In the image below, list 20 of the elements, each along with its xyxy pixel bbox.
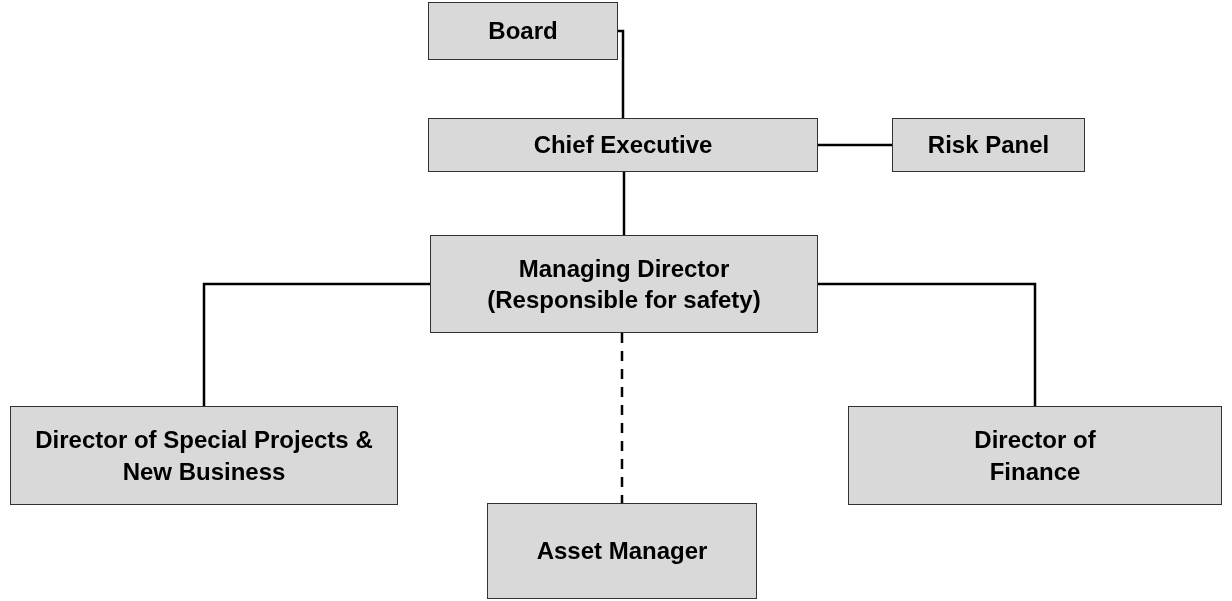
org-box	[430, 235, 818, 333]
role-title: Managing Director (Responsible for safety)	[486, 253, 762, 315]
connector-line	[818, 282, 1037, 406]
org-box	[892, 118, 1085, 172]
org-box	[10, 406, 398, 505]
org-box	[428, 2, 618, 60]
connector-line	[622, 172, 626, 235]
role-title: Risk Panel	[927, 130, 1050, 161]
role-title: Chief Executive	[533, 130, 713, 161]
org-box	[428, 118, 818, 172]
role-title: Board	[488, 16, 558, 47]
connector-line	[818, 143, 892, 147]
role-title: Asset Manager	[536, 536, 708, 567]
role-title: Director of Finance	[973, 425, 1097, 487]
role-title: Director of Special Projects & New Business	[34, 425, 374, 487]
connector-line	[618, 29, 625, 118]
org-box	[848, 406, 1222, 505]
connector-line	[202, 282, 430, 406]
org-box	[487, 503, 757, 599]
dashed-connector	[620, 333, 624, 503]
